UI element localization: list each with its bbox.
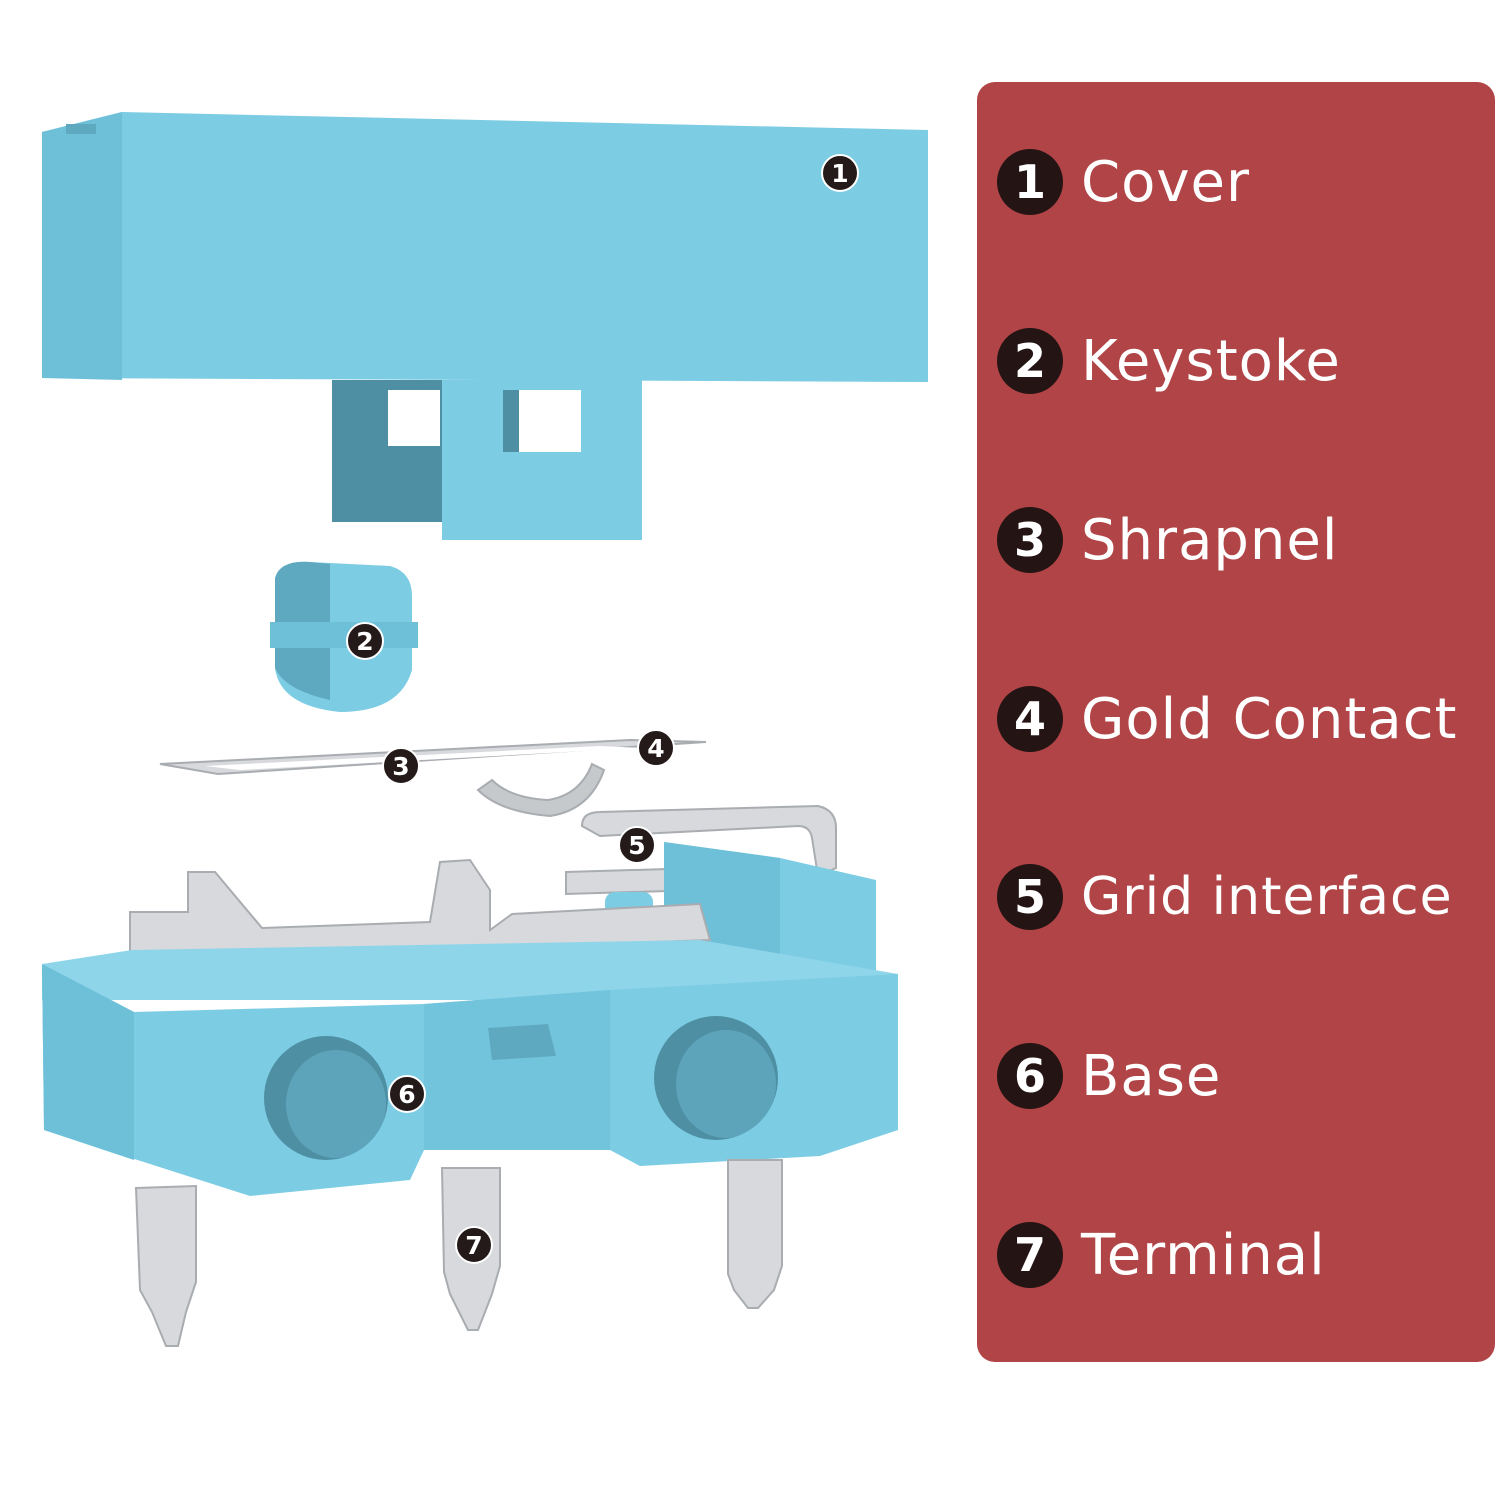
legend-label: Gold Contact: [1081, 686, 1458, 752]
keystoke-part: [270, 561, 418, 712]
legend-number-badge: 4: [997, 686, 1063, 752]
base-part: [42, 842, 898, 1196]
callout-7: 7: [455, 1226, 493, 1264]
legend-item-shrapnel: 3 Shrapnel: [997, 505, 1338, 575]
legend-number-badge: 1: [997, 149, 1063, 215]
legend-label: Grid interface: [1081, 867, 1453, 927]
shrapnel-part: [159, 738, 707, 776]
callout-4: 4: [637, 729, 675, 767]
legend-item-gold-contact: 4 Gold Contact: [997, 684, 1457, 754]
legend-item-cover: 1 Cover: [997, 147, 1250, 217]
exploded-switch-diagram: [42, 112, 928, 1347]
legend-number-badge: 2: [997, 328, 1063, 394]
legend-label: Shrapnel: [1081, 507, 1339, 573]
legend-item-keystoke: 2 Keystoke: [997, 326, 1341, 396]
legend-number-badge: 3: [997, 507, 1063, 573]
legend-number-badge: 6: [997, 1043, 1063, 1109]
legend-item-grid-interface: 5 Grid interface: [997, 862, 1453, 932]
gold-contact-part: [476, 762, 606, 818]
legend-label: Terminal: [1081, 1222, 1326, 1288]
legend-label: Base: [1081, 1043, 1222, 1109]
legend-label: Cover: [1081, 149, 1250, 215]
legend-item-base: 6 Base: [997, 1041, 1221, 1111]
callout-3: 3: [382, 747, 420, 785]
cover-part: [42, 112, 928, 540]
callout-5: 5: [618, 826, 656, 864]
callout-6: 6: [388, 1075, 426, 1113]
legend-number-badge: 7: [997, 1222, 1063, 1288]
callout-1: 1: [821, 154, 859, 192]
legend-label: Keystoke: [1081, 328, 1341, 394]
legend-panel: 1 Cover 2 Keystoke 3 Shrapnel 4 Gold Con…: [977, 82, 1495, 1362]
legend-item-terminal: 7 Terminal: [997, 1220, 1326, 1290]
callout-2: 2: [346, 622, 384, 660]
legend-number-badge: 5: [997, 864, 1063, 930]
